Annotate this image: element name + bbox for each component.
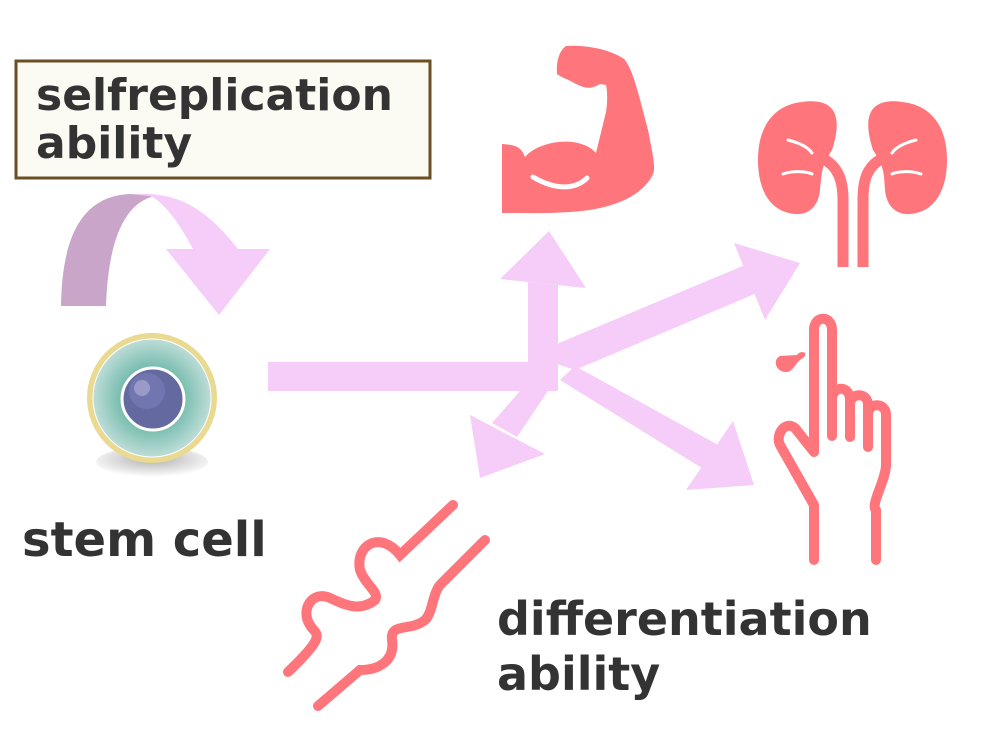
- selfreplication-label-line1: selfreplication: [36, 70, 393, 121]
- muscle-icon: [502, 45, 655, 214]
- selfreplication-label-box: selfreplication ability: [14, 59, 432, 180]
- selfreplication-label-line2: ability: [36, 118, 192, 169]
- selfreplication-arrow: [61, 193, 270, 315]
- arrow-to-muscle: [500, 231, 586, 362]
- main-arrow-shaft: [268, 362, 558, 391]
- arrow-to-joint: [470, 388, 550, 478]
- stem-cell-icon: [87, 333, 217, 477]
- hand-icon: [773, 313, 891, 565]
- arrow-to-kidney: [545, 243, 800, 370]
- stem-cell-label: stem cell: [22, 512, 267, 568]
- kidney-icon: [758, 101, 947, 267]
- sweat-drop-icon: [775, 352, 806, 372]
- differentiation-label-line1: differentiation: [497, 592, 872, 646]
- differentiation-label-line2: ability: [497, 647, 660, 701]
- arrow-to-hand: [560, 366, 754, 490]
- differentiation-arrows: [268, 231, 800, 490]
- joint-icon: [283, 500, 490, 711]
